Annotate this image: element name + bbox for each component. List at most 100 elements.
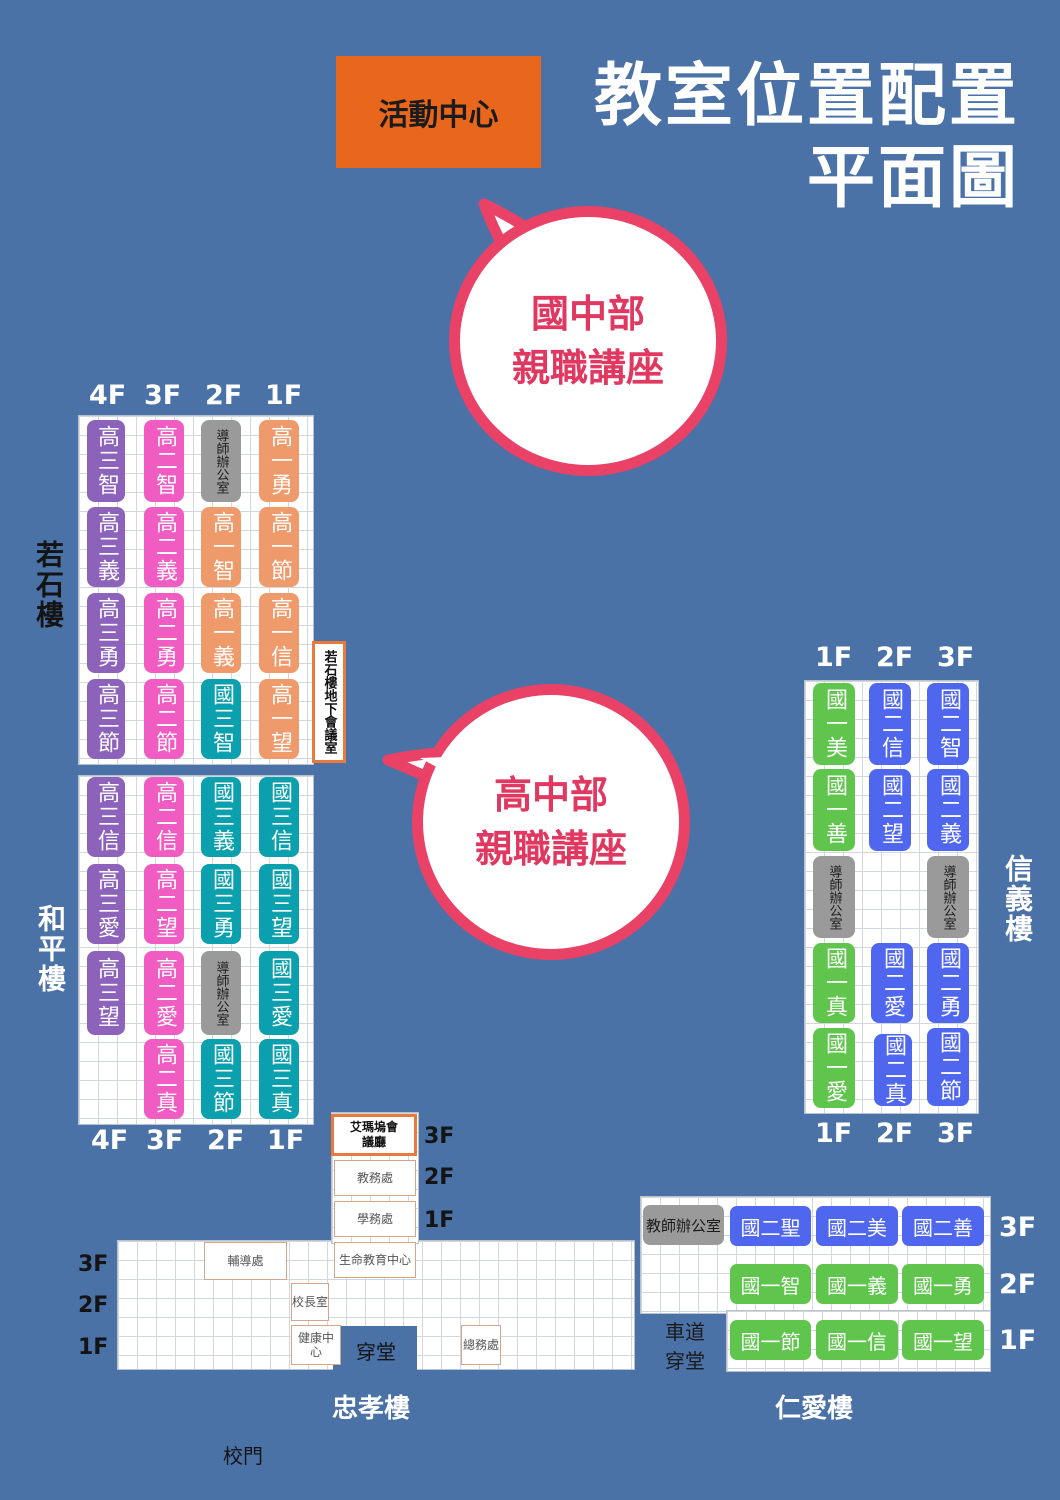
zhongxiao-passage: 穿堂 xyxy=(356,1340,396,1364)
zhongxiao-tower-floor-1f: 1F xyxy=(424,1208,455,1233)
room-heping-2f-1: 國三義 xyxy=(201,777,241,857)
room-ruoshi-3f-3: 高二勇 xyxy=(144,593,184,673)
room-principal: 校長室 xyxy=(291,1283,329,1321)
room-ruoshi-2f-4: 國三智 xyxy=(201,679,241,759)
room-ruoshi-2f-3: 高一義 xyxy=(201,593,241,673)
room-xinyi-3f-5: 國二節 xyxy=(927,1028,969,1106)
zhongxiao-passage-area xyxy=(333,1326,417,1370)
room-hall: 艾瑪塢會議廳 xyxy=(331,1114,417,1156)
ruoshi-floor-1f: 1F xyxy=(265,380,303,411)
room-renai-3f-3: 國二善 xyxy=(902,1206,984,1246)
room-renai-1f-1: 國一節 xyxy=(730,1320,811,1360)
heping-floor-3f: 3F xyxy=(146,1125,184,1156)
title-line-1: 教室位置配置 xyxy=(593,57,1020,136)
room-heping-2f-2: 國三勇 xyxy=(201,864,241,944)
renai-floor-3f: 3F xyxy=(999,1212,1037,1243)
ruoshi-floor-3f: 3F xyxy=(144,380,182,411)
room-heping-1f-4: 國三真 xyxy=(259,1039,299,1119)
room-heping-1f-3: 國三愛 xyxy=(259,951,299,1035)
room-heping-4f-2: 高三愛 xyxy=(87,864,125,944)
bubble-senior: 高中部 親職講座 xyxy=(412,684,690,960)
heping-building-name: 和平樓 xyxy=(34,904,67,994)
room-renai-2f-2: 國一義 xyxy=(816,1264,898,1304)
bubble-junior: 國中部 親職講座 xyxy=(449,206,727,476)
room-renai-2f-3: 國一勇 xyxy=(902,1264,984,1304)
room-xinyi-2f-4: 國二愛 xyxy=(871,943,913,1023)
room-ruoshi-3f-2: 高二義 xyxy=(144,507,184,587)
room-heping-3f-4: 高二真 xyxy=(144,1039,184,1119)
bubble-junior-line-2: 親職講座 xyxy=(511,346,664,390)
room-ruoshi-4f-1: 高三智 xyxy=(87,420,125,502)
heping-floor-4f: 4F xyxy=(91,1125,129,1156)
heping-floor-2f: 2F xyxy=(207,1125,245,1156)
ruoshi-basement-label: 若石樓地下會議室 xyxy=(321,650,337,754)
room-ruoshi-1f-4: 高一望 xyxy=(259,679,299,759)
room-ruoshi-1f-3: 高一信 xyxy=(259,593,299,673)
room-xinyi-1f-2: 國一善 xyxy=(813,769,855,851)
room-xinyi-1f-1: 國一美 xyxy=(813,683,855,765)
page-title: 教室位置配置 平面圖 xyxy=(560,56,1020,220)
bubble-junior-tail-cover xyxy=(515,245,570,285)
room-health: 健康中心 xyxy=(291,1325,341,1365)
room-xinyi-3f-4: 國二勇 xyxy=(927,943,969,1023)
room-life-education: 生命教育中心 xyxy=(334,1242,416,1278)
bubble-senior-tail-cover xyxy=(420,756,475,788)
room-heping-2f-4: 國三節 xyxy=(201,1039,241,1119)
room-ruoshi-4f-4: 高三節 xyxy=(87,679,125,759)
room-heping-1f-2: 國三望 xyxy=(259,864,299,944)
room-xinyi-2f-5: 國二真 xyxy=(874,1034,912,1106)
room-renai-3f-1: 國二聖 xyxy=(730,1206,811,1246)
xinyi-floor-1f-bottom: 1F xyxy=(815,1118,853,1149)
title-line-2: 平面圖 xyxy=(806,139,1020,218)
xinyi-floor-3f-bottom: 3F xyxy=(937,1118,975,1149)
room-heping-3f-1: 高二信 xyxy=(144,777,184,857)
room-xinyi-3f-3: 導師辦公室 xyxy=(927,856,969,938)
zhongxiao-building-name: 忠孝樓 xyxy=(332,1394,411,1424)
ruoshi-floor-2f: 2F xyxy=(205,380,243,411)
room-counseling: 輔導處 xyxy=(204,1242,287,1280)
room-ruoshi-3f-1: 高二智 xyxy=(144,420,184,502)
room-general: 總務處 xyxy=(461,1325,501,1365)
zhongxiao-tower-floor-3f: 3F xyxy=(424,1124,455,1149)
room-ruoshi-4f-3: 高三勇 xyxy=(87,593,125,673)
renai-floor-1f: 1F xyxy=(999,1325,1037,1356)
xinyi-building-name: 信義樓 xyxy=(1001,854,1034,944)
room-xinyi-3f-2: 國二義 xyxy=(927,769,969,851)
renai-floor-2f: 2F xyxy=(999,1269,1037,1300)
room-renai-1f-3: 國一望 xyxy=(902,1320,984,1360)
activity-center: 活動中心 xyxy=(336,56,541,168)
renai-building-name: 仁愛樓 xyxy=(775,1394,854,1424)
bubble-junior-line-1: 國中部 xyxy=(530,292,645,336)
school-gate: 校門 xyxy=(223,1444,263,1468)
room-heping-4f-1: 高三信 xyxy=(87,777,125,857)
ruoshi-building-name: 若石樓 xyxy=(32,540,65,630)
room-renai-3f-2: 國二美 xyxy=(816,1206,898,1246)
xinyi-floor-2f-top: 2F xyxy=(876,642,914,673)
room-xinyi-1f-3: 導師辦公室 xyxy=(813,856,855,938)
room-ruoshi-2f-1: 導師辦公室 xyxy=(201,420,241,502)
zhongxiao-tower-floor-2f: 2F xyxy=(424,1165,455,1190)
room-renai-1f-2: 國一信 xyxy=(816,1320,898,1360)
zhongxiao-floor-2f: 2F xyxy=(78,1293,109,1318)
room-heping-2f-3: 導師辦公室 xyxy=(201,951,241,1035)
room-ruoshi-1f-2: 高一節 xyxy=(259,507,299,587)
room-heping-4f-3: 高三望 xyxy=(87,951,125,1035)
bubble-senior-line-1: 高中部 xyxy=(493,773,608,817)
room-xinyi-1f-4: 國一真 xyxy=(813,943,855,1023)
xinyi-floor-3f-top: 3F xyxy=(937,642,975,673)
room-heping-3f-2: 高二望 xyxy=(144,864,184,944)
room-xinyi-1f-5: 國一愛 xyxy=(813,1028,855,1108)
room-xinyi-2f-1: 國二信 xyxy=(869,683,911,765)
bubble-senior-line-2: 親職講座 xyxy=(474,827,627,871)
ruoshi-floor-4f: 4F xyxy=(89,380,127,411)
xinyi-floor-2f-bottom: 2F xyxy=(876,1118,914,1149)
room-academic: 教務處 xyxy=(334,1160,416,1196)
ruoshi-basement-room: 若石樓地下會議室 xyxy=(312,641,346,763)
room-xinyi-3f-1: 國二智 xyxy=(927,683,969,765)
room-ruoshi-2f-2: 高一智 xyxy=(201,507,241,587)
room-heping-1f-1: 國三信 xyxy=(259,777,299,857)
room-ruoshi-3f-4: 高二節 xyxy=(144,679,184,759)
room-xinyi-2f-2: 國二望 xyxy=(869,769,911,851)
zhongxiao-floor-3f: 3F xyxy=(78,1252,109,1277)
room-student-affairs: 學務處 xyxy=(334,1201,416,1237)
